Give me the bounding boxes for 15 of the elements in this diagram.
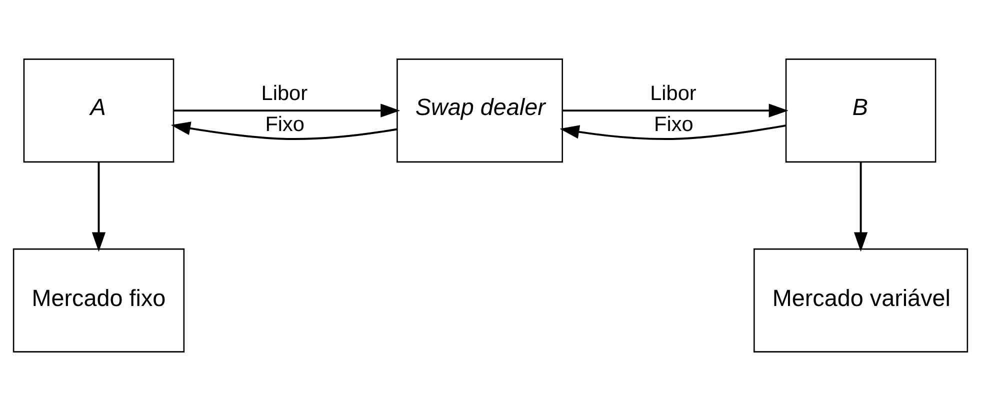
node-box: Mercado variável bbox=[754, 248, 968, 352]
node-box: B bbox=[785, 58, 936, 162]
edge-label: Fixo bbox=[265, 112, 304, 136]
edge-label: Libor bbox=[261, 81, 308, 104]
node-box: A bbox=[23, 58, 174, 162]
node-box: Swap dealer bbox=[396, 58, 563, 162]
arrow bbox=[560, 124, 786, 140]
arrow bbox=[92, 162, 106, 252]
node-box: Mercado fixo bbox=[12, 248, 185, 352]
arrow bbox=[854, 162, 868, 252]
arrow bbox=[170, 121, 398, 140]
arrow bbox=[174, 103, 400, 117]
edge-label: Fixo bbox=[654, 112, 694, 136]
edge-label: Libor bbox=[650, 81, 696, 104]
arrow bbox=[562, 103, 788, 117]
